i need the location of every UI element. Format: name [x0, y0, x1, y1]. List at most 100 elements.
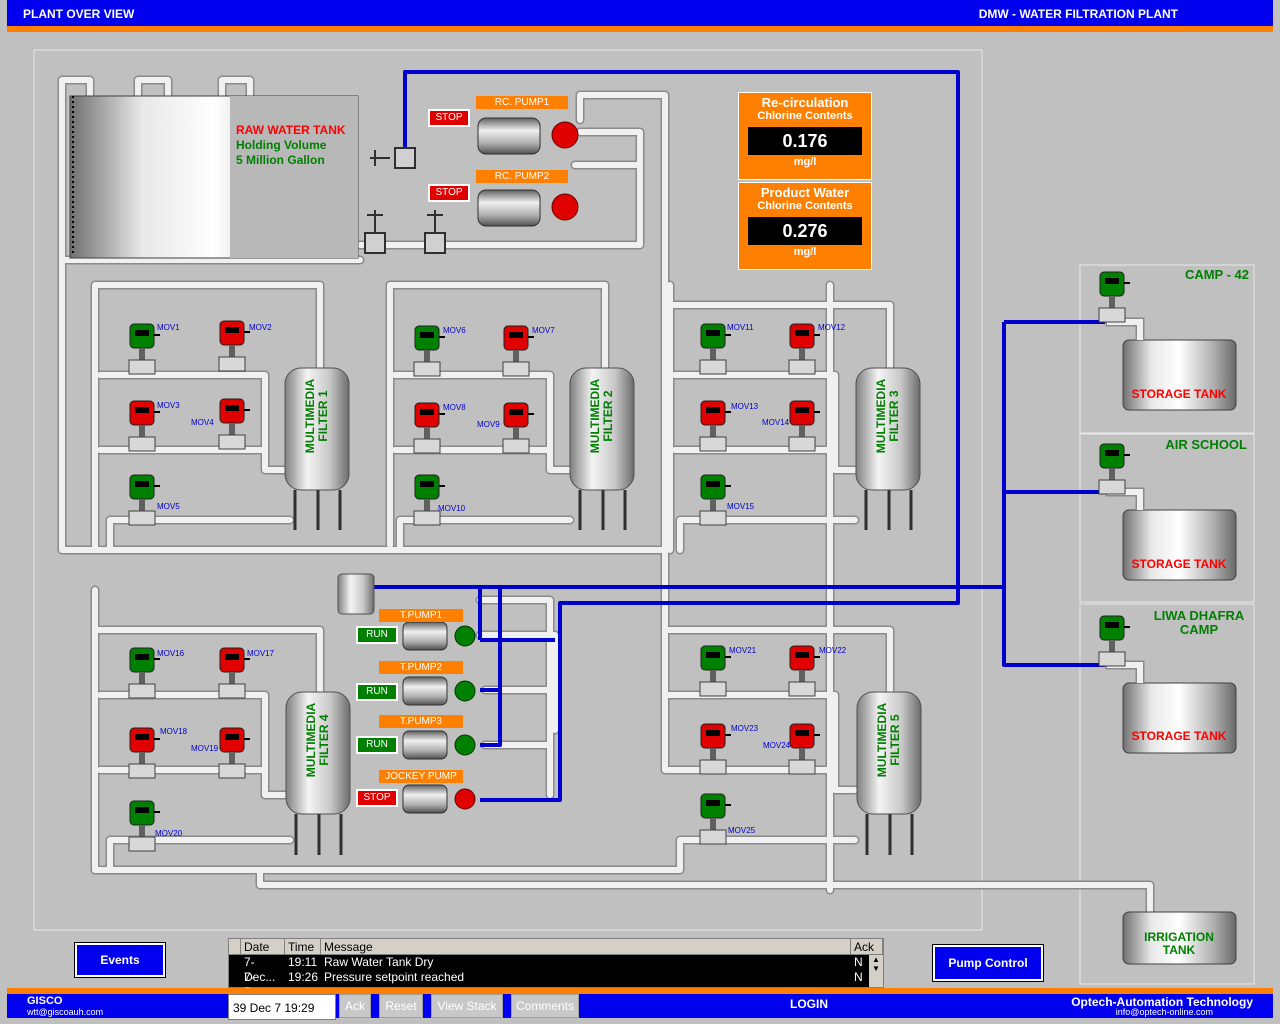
alarm-col-date[interactable]: Date	[241, 939, 285, 954]
motorized-valves	[128, 271, 1130, 852]
footer-bar: GISCO wtt@giscoauh.com Optech-Automation…	[7, 994, 1273, 1018]
recirc-chlorine-unit: mg/l	[748, 155, 862, 169]
valve-closed-icon[interactable]	[788, 323, 820, 375]
view-stack-button[interactable]: View Stack	[431, 994, 503, 1018]
valve-closed-icon[interactable]	[218, 320, 250, 372]
valve-closed-icon[interactable]	[699, 723, 731, 775]
mov-label: MOV25	[728, 826, 756, 835]
valve-open-icon[interactable]	[699, 474, 731, 526]
mov-label: MOV13	[731, 402, 759, 411]
valve-closed-icon[interactable]	[502, 402, 534, 454]
valve-open-icon[interactable]	[128, 800, 160, 852]
reset-button[interactable]: Reset	[379, 994, 423, 1018]
valve-open-icon[interactable]	[699, 793, 731, 845]
valve-open-icon[interactable]	[1098, 271, 1130, 323]
rc-pump1-stop-button[interactable]: STOP	[428, 109, 470, 127]
valve-open-icon[interactable]	[128, 647, 160, 699]
alarm-header-gap	[229, 939, 241, 954]
valve-closed-icon[interactable]	[218, 398, 250, 450]
mov-label: MOV19	[191, 744, 219, 753]
camp42-storage-tank-label[interactable]: STORAGE TANK	[1131, 387, 1227, 401]
alarm-col-ack[interactable]: Ack	[851, 939, 883, 954]
alarm-scrollbar[interactable]: ▲▼	[869, 955, 883, 987]
mov-label: MOV15	[727, 502, 755, 511]
air-school-storage-tank-label[interactable]: STORAGE TANK	[1131, 557, 1227, 571]
mov-label: MOV21	[729, 646, 757, 655]
alarm-row[interactable]: 7-Dec... 19:26 Pressure setpoint reached…	[244, 970, 863, 999]
valve-closed-icon[interactable]	[413, 402, 445, 454]
pump-control-button[interactable]: Pump Control	[932, 944, 1044, 982]
mov-label: MOV20	[155, 829, 183, 838]
ack-button[interactable]: Ack	[339, 994, 371, 1018]
valve-open-icon[interactable]	[128, 323, 160, 375]
header-accent-stripe	[7, 26, 1273, 32]
mov-label: MOV14	[762, 418, 790, 427]
mov-label: MOV1	[157, 323, 180, 332]
mov-label: MOV22	[819, 646, 847, 655]
mov-label: MOV4	[191, 418, 214, 427]
valve-closed-icon[interactable]	[788, 723, 820, 775]
mov-label: MOV6	[443, 326, 466, 335]
valve-open-icon[interactable]	[1098, 615, 1130, 667]
alarm-col-message[interactable]: Message	[321, 939, 851, 954]
valve-open-icon[interactable]	[699, 645, 731, 697]
mov-label: MOV2	[249, 323, 272, 332]
title-bar: PLANT OVER VIEW DMW - WATER FILTRATION P…	[7, 0, 1273, 26]
t-pump2-run-button[interactable]: RUN	[356, 683, 398, 701]
header-tank	[337, 573, 375, 615]
vendor-email: info@optech-online.com	[1115, 1007, 1213, 1017]
valve-open-icon[interactable]	[413, 474, 445, 526]
t-pump1-run-button[interactable]: RUN	[356, 626, 398, 644]
valve-closed-icon[interactable]	[502, 325, 534, 377]
mov-label: MOV8	[443, 403, 466, 412]
comments-button[interactable]: Comments	[511, 994, 579, 1018]
alarm-row[interactable]: 7-Dec... 19:11 Raw Water Tank Dry N	[244, 955, 863, 984]
product-chlorine-subtitle: Chlorine Contents	[757, 200, 853, 212]
irrigation-tank-label[interactable]: IRRIGATION TANK	[1144, 930, 1214, 957]
mov-label: MOV5	[157, 502, 180, 511]
t-pump3-run-button[interactable]: RUN	[356, 736, 398, 754]
treated-water-lines	[374, 70, 1105, 802]
t-pump1-tag: T.PUMP1	[379, 609, 463, 622]
raw-tank-name: RAW WATER TANK	[236, 123, 346, 137]
filter-vessels	[284, 367, 922, 855]
valve-closed-icon[interactable]	[128, 727, 160, 779]
jockey-pump-stop-button[interactable]: STOP	[356, 789, 398, 807]
rc-pump1-tag: RC. PUMP1	[476, 96, 568, 109]
valve-open-icon[interactable]	[413, 325, 445, 377]
valve-open-icon[interactable]	[1098, 443, 1130, 495]
jockey-pump-tag: JOCKEY PUMP	[379, 770, 463, 783]
rc-pump2-stop-button[interactable]: STOP	[428, 184, 470, 202]
recirculation-chlorine-panel: Re-circulation Chlorine Contents 0.176 m…	[738, 92, 872, 180]
liwa-storage-tank-label[interactable]: STORAGE TANK	[1131, 729, 1227, 743]
valve-closed-icon[interactable]	[218, 727, 250, 779]
valve-closed-icon[interactable]	[788, 400, 820, 452]
valve-closed-icon[interactable]	[218, 647, 250, 699]
liwa-dhafra-title: LIWA DHAFRA CAMP	[1153, 608, 1245, 637]
mov-label: MOV11	[727, 323, 754, 332]
manual-valves	[364, 147, 446, 254]
alarm-col-time[interactable]: Time	[285, 939, 321, 954]
screen-title: PLANT OVER VIEW	[23, 7, 135, 21]
valve-open-icon[interactable]	[699, 323, 731, 375]
events-button[interactable]: Events	[74, 942, 166, 978]
valve-closed-icon[interactable]	[699, 400, 731, 452]
valve-open-icon[interactable]	[128, 474, 160, 526]
valve-closed-icon[interactable]	[128, 400, 160, 452]
mov-label: MOV17	[247, 649, 275, 658]
alarm-summary[interactable]: Date Time Message Ack 7-Dec... 19:11 Raw…	[228, 938, 884, 999]
transfer-pump-motors	[402, 621, 476, 814]
login-button[interactable]: LOGIN	[790, 997, 828, 1011]
raw-water-tank	[69, 95, 359, 259]
plant-title: DMW - WATER FILTRATION PLANT	[978, 7, 1178, 21]
mov-label: MOV3	[157, 401, 180, 410]
recirc-chlorine-title: Re-circulation	[761, 95, 849, 110]
recirc-chlorine-value: 0.176	[748, 127, 862, 155]
valve-closed-icon[interactable]	[788, 645, 820, 697]
